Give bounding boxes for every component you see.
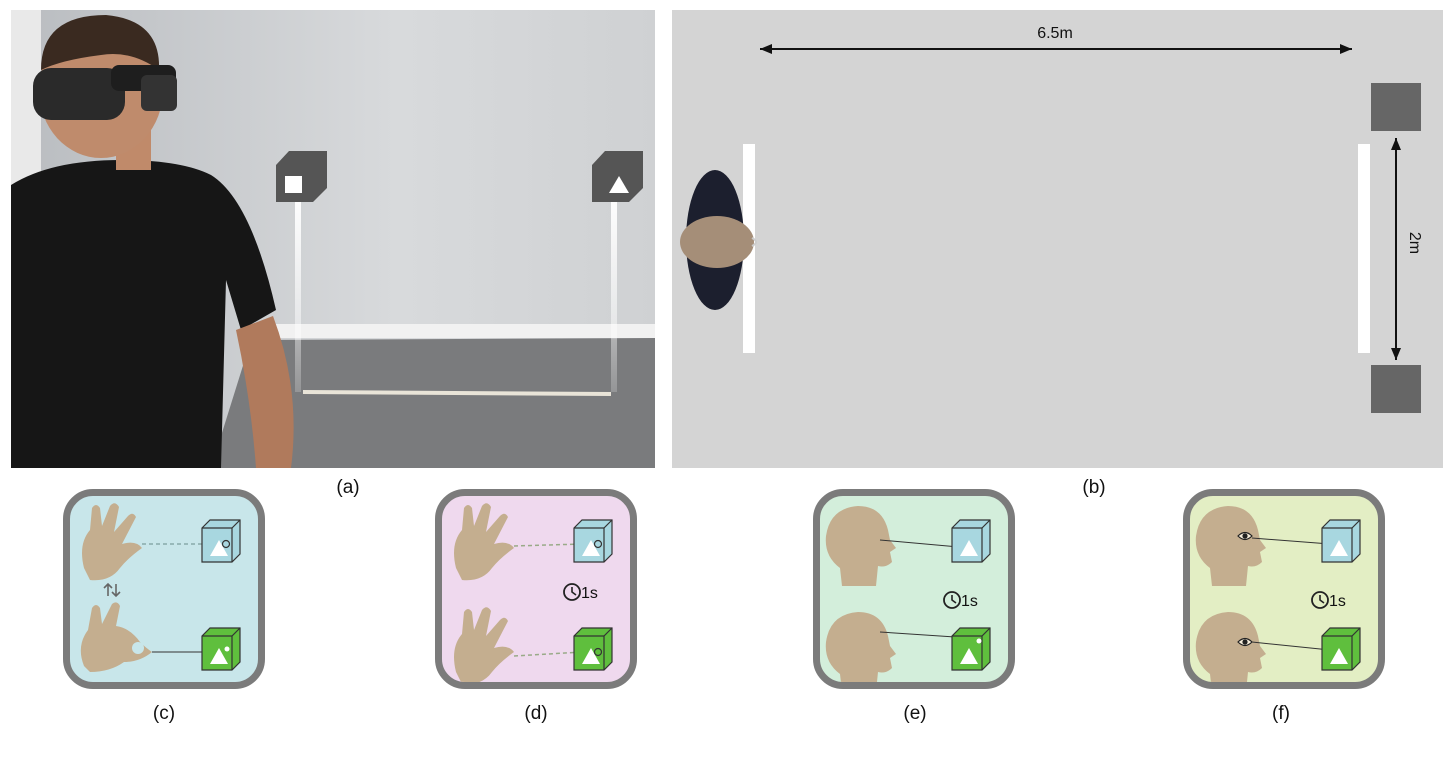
hand-pinch-icon: [80, 602, 152, 672]
head-icon: [825, 506, 896, 586]
floor-area: [672, 10, 1443, 468]
technique-card-e: 1s: [813, 489, 1015, 689]
cube-target-icon: [201, 627, 241, 671]
cube-target-icon: [573, 519, 613, 563]
hand-open-icon: [454, 607, 514, 682]
caption-c: (c): [152, 703, 176, 724]
technique-card-c: [63, 489, 265, 689]
clock-icon: [563, 583, 581, 601]
hand-open-icon: [82, 503, 142, 581]
hand-open-icon: [454, 503, 514, 581]
dwell-time-label: 1s: [1329, 593, 1346, 610]
cube-target-icon: [1321, 519, 1361, 563]
width-label: 2m: [1406, 232, 1423, 254]
caption-e: (e): [903, 703, 927, 724]
swap-arrows-icon: [103, 582, 121, 598]
floor-line: [302, 390, 612, 396]
caption-a: (a): [336, 477, 360, 498]
cube-target-icon: [951, 627, 991, 671]
head-icon: [825, 612, 896, 682]
carpet-floor: [211, 338, 655, 468]
dwell-time-label: 1s: [961, 593, 978, 610]
length-label: 6.5m: [1037, 25, 1073, 42]
photo-panel: [11, 10, 655, 468]
target-pole-right: [611, 202, 617, 392]
caption-b: (b): [1082, 477, 1106, 498]
cube-target-icon: [201, 519, 241, 563]
cube-target-icon: [951, 519, 991, 563]
cube-target-icon: [573, 627, 613, 671]
head-eye-icon: [1195, 612, 1266, 682]
caption-d: (d): [524, 703, 548, 724]
target-bottom: [1371, 365, 1421, 413]
caption-f: (f): [1272, 703, 1290, 724]
clock-icon: [1311, 591, 1329, 609]
target-pole-left: [295, 202, 301, 392]
head-eye-icon: [1195, 506, 1266, 586]
dwell-time-label: 1s: [581, 585, 598, 602]
technique-card-f: 1s: [1183, 489, 1385, 689]
cube-target-icon: [1321, 627, 1361, 671]
floorplan-panel: 6.5m 2m: [672, 10, 1443, 468]
technique-card-d: 1s: [435, 489, 637, 689]
target-top: [1371, 83, 1421, 131]
participant-with-headset: [11, 15, 294, 468]
clock-icon: [943, 591, 961, 609]
triangle-target: [592, 151, 643, 202]
end-line: [1358, 144, 1370, 353]
participant-top-view: [680, 170, 757, 310]
